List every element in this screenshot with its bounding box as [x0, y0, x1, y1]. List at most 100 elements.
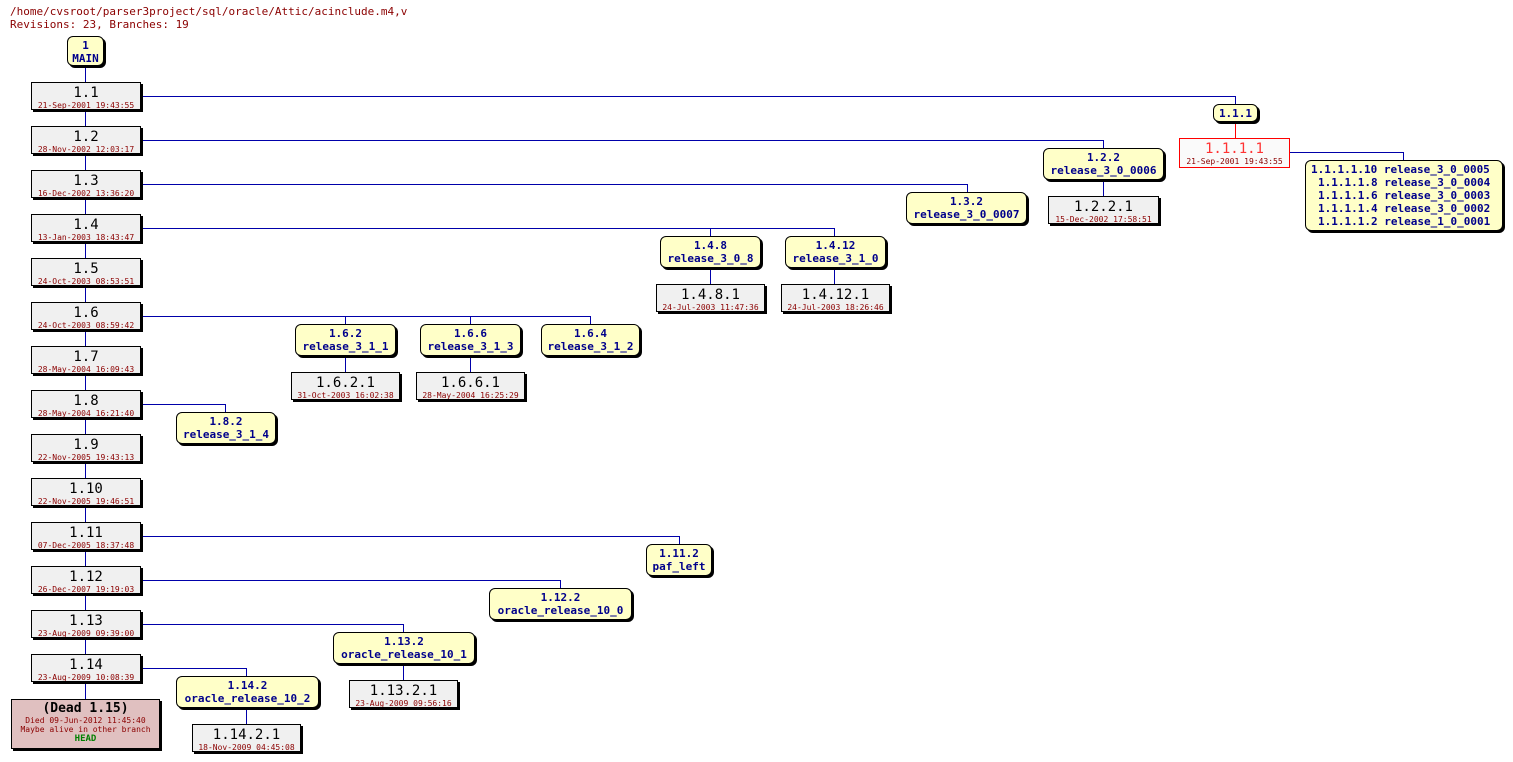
revision-date: 28-May-2004 16:25:29	[422, 391, 519, 400]
revision-number: 1.4.8.1	[680, 287, 740, 303]
revision-date: 21-Sep-2001 19:43:55	[1186, 157, 1283, 166]
revision-date: 28-Nov-2002 12:03:17	[37, 145, 135, 154]
branch-number: 1.12.2	[540, 591, 581, 604]
branch-tag: paf_left	[652, 560, 706, 573]
vendor-tag: 1.1.1.1.8 release_3_0_0004	[1318, 176, 1491, 189]
branch-number: 1.6.4	[573, 327, 608, 340]
revision-date: 24-Jul-2003 11:47:36	[662, 303, 759, 312]
revision-date: 31-Oct-2003 16:02:38	[297, 391, 394, 400]
vendor-tag: 1.1.1.1.4 release_3_0_0002	[1318, 202, 1491, 215]
revision-number: 1.5	[73, 261, 99, 277]
branch-tag: release_3_0_0007	[913, 208, 1020, 221]
branch-tag: release_3_0_0006	[1050, 164, 1157, 177]
dead-revision-1-15[interactable]: (Dead 1.15) Died 09-Jun-2012 11:45:40 Ma…	[11, 699, 160, 749]
revision-number: 1.4.12.1	[801, 287, 870, 303]
revision-date: 26-Dec-2007 19:19:03	[37, 585, 135, 594]
branch-number: 1.11.2	[659, 547, 699, 560]
revision-number: 1.14	[69, 657, 103, 673]
branch-number: 1.6.2	[328, 327, 363, 340]
vendor-branch-tags[interactable]: 1.1.1.1.10 release_3_0_0005 1.1.1.1.8 re…	[1305, 160, 1503, 231]
branch-number: 1.3.2	[949, 195, 984, 208]
vendor-tag: 1.1.1.1.10 release_3_0_0005	[1311, 163, 1490, 176]
revision-number: 1.2	[73, 129, 99, 145]
dead-died-date: Died 09-Jun-2012 11:45:40	[25, 716, 146, 725]
branch-number: 1.14.2	[227, 679, 268, 692]
revision-number: 1.2.2.1	[1073, 199, 1133, 215]
branch-line-1-8-2	[141, 404, 226, 412]
revision-number: 1.13	[69, 613, 103, 629]
revision-date: 23-Aug-2009 10:08:39	[37, 673, 135, 682]
branch-number: 1.4.12	[815, 239, 856, 252]
revision-number: 1.8	[73, 393, 99, 409]
branch-number: 1.4.8	[693, 239, 728, 252]
branch-number: 1.8.2	[209, 415, 243, 428]
vendor-tags-line	[1290, 152, 1404, 160]
branch-tag: release_3_1_2	[547, 340, 634, 353]
revision-number: 1.12	[69, 569, 103, 585]
revision-date: 22-Nov-2005 19:46:51	[37, 497, 135, 506]
revision-date: 21-Sep-2001 19:43:55	[37, 101, 135, 110]
branch-tag: release_3_1_4	[182, 428, 270, 441]
branch-line-1-4-8	[141, 228, 835, 236]
revision-number: 1.1.1.1	[1204, 141, 1264, 157]
revision-date: 24-Jul-2003 18:26:46	[787, 303, 884, 312]
revision-date: 15-Dec-2002 17:58:51	[1055, 215, 1152, 224]
vendor-tag: 1.1.1.1.6 release_3_0_0003	[1318, 189, 1491, 202]
branch-line-1-13-2	[141, 624, 404, 632]
vendor-tag: 1.1.1.1.2 release_1_0_0001	[1318, 215, 1491, 228]
revision-date: 24-Oct-2003 08:59:42	[37, 321, 135, 330]
revision-date: 23-Aug-2009 09:56:16	[355, 699, 452, 708]
revision-number: 1.1	[73, 85, 99, 101]
revision-number: 1.14.2.1	[212, 727, 281, 743]
dead-title: (Dead 1.15)	[42, 701, 129, 716]
revision-date: 28-May-2004 16:09:43	[37, 365, 135, 374]
revision-date: 07-Dec-2005 18:37:48	[37, 541, 135, 550]
revision-number: 1.6.6.1	[440, 375, 500, 391]
branch-tag: oracle_release_10_1	[341, 648, 467, 661]
branch-tag: oracle_release_10_2	[184, 692, 311, 705]
branch-1-1-1[interactable]: 1.1.1	[1213, 104, 1258, 122]
branch-line-1-14-2	[141, 668, 247, 676]
revision-number: 1.6	[73, 305, 99, 321]
branch-main[interactable]: 1 MAIN	[67, 36, 104, 66]
revision-number: 1.7	[73, 349, 99, 365]
revision-date: 23-Aug-2009 09:39:00	[37, 629, 135, 638]
branch-line-1-1-1	[141, 96, 1236, 104]
branch-number: 1.13.2	[384, 635, 424, 648]
